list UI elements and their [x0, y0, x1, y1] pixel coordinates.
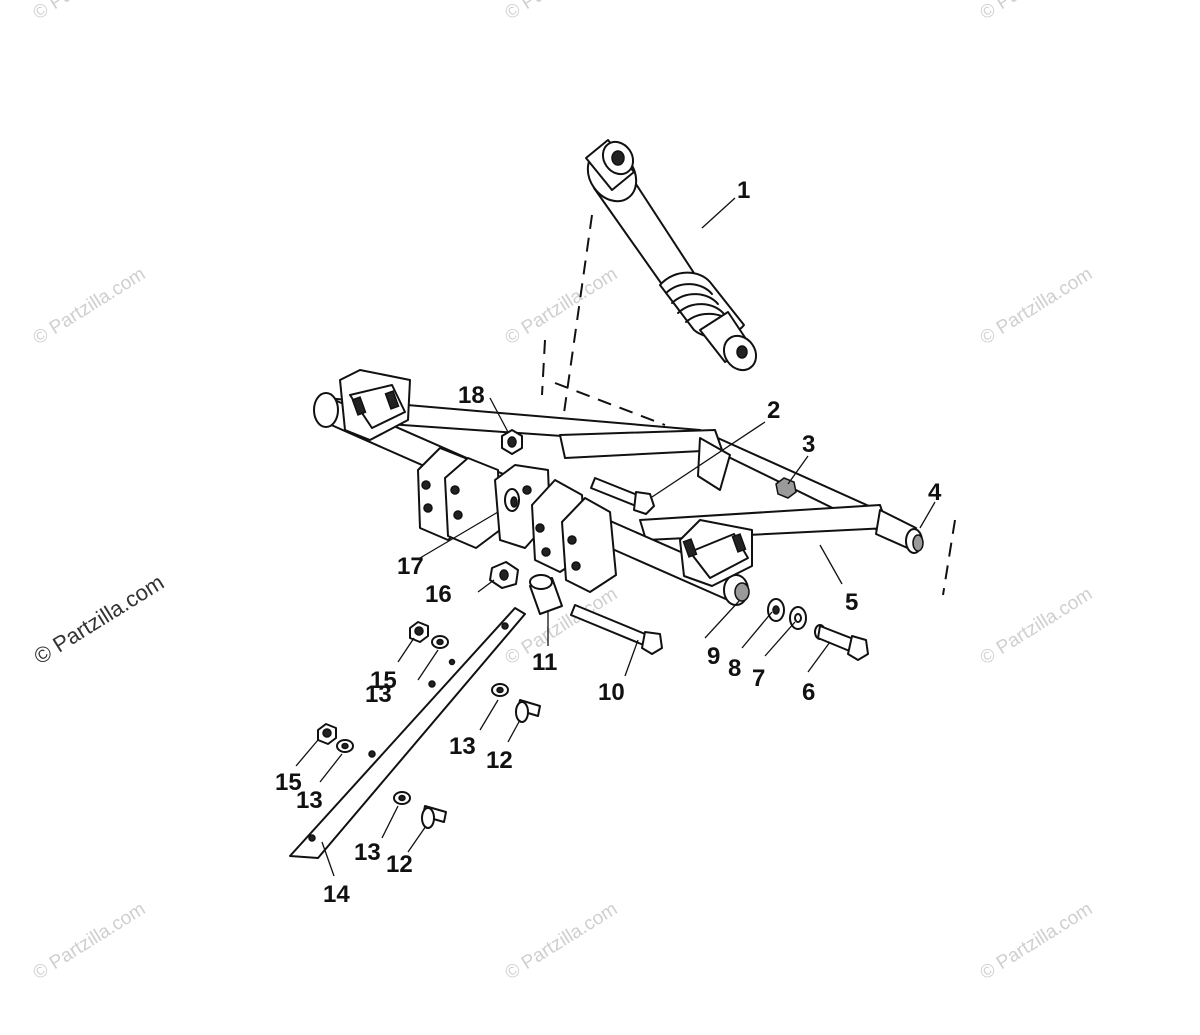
callout-15: 15 [275, 769, 302, 796]
callout-14: 14 [323, 881, 350, 908]
small-hardware [317, 621, 541, 829]
watermark: © Partzilla.com [977, 264, 1097, 350]
callout-18: 18 [458, 382, 485, 409]
bolt-6 [814, 624, 869, 661]
bolt-10 [570, 604, 663, 655]
callout-2: 2 [767, 397, 780, 424]
callout-12: 12 [486, 747, 513, 774]
callout-16: 16 [425, 581, 452, 608]
watermark: © Partzilla.com [30, 899, 150, 985]
callout-11: 11 [532, 649, 557, 676]
callout-13: 13 [354, 839, 381, 866]
shock-absorber [585, 139, 758, 372]
spacer-11 [529, 574, 563, 615]
nut-16 [489, 561, 519, 589]
watermark: © Partzilla.com [977, 0, 1097, 24]
callout-13: 13 [449, 733, 476, 760]
watermark: © Partzilla.com [977, 899, 1097, 985]
washers-7-8 [767, 598, 807, 630]
callout-8: 8 [728, 655, 741, 682]
watermark: © Partzilla.com [30, 264, 150, 350]
callout-13: 13 [365, 681, 392, 708]
strap-14 [289, 607, 526, 859]
watermark: © Partzilla.com [502, 264, 622, 350]
watermark: © Partzilla.com [30, 0, 150, 24]
watermark: © Partzilla.com [29, 569, 168, 669]
watermark: © Partzilla.com [502, 0, 622, 24]
watermark: © Partzilla.com [502, 899, 622, 985]
callout-5: 5 [845, 589, 858, 616]
callout-9: 9 [707, 643, 720, 670]
callout-6: 6 [802, 679, 815, 706]
watermark: © Partzilla.com [977, 584, 1097, 670]
callout-10: 10 [598, 679, 625, 706]
callout-labels: 1 2 3 4 5 6 7 8 9 10 11 12 12 13 13 13 1… [275, 177, 942, 908]
callout-13: 13 [296, 787, 323, 814]
swing-arm-frame [313, 369, 924, 606]
callout-3: 3 [802, 431, 815, 458]
callout-15: 15 [370, 667, 397, 694]
callout-1: 1 [737, 177, 750, 204]
callout-7: 7 [752, 665, 765, 692]
callout-12: 12 [386, 851, 413, 878]
bolt-2 [590, 477, 655, 515]
callout-4: 4 [928, 479, 942, 506]
leader-lines [295, 197, 936, 877]
callout-17: 17 [397, 553, 424, 580]
alignment-lines [541, 214, 956, 596]
